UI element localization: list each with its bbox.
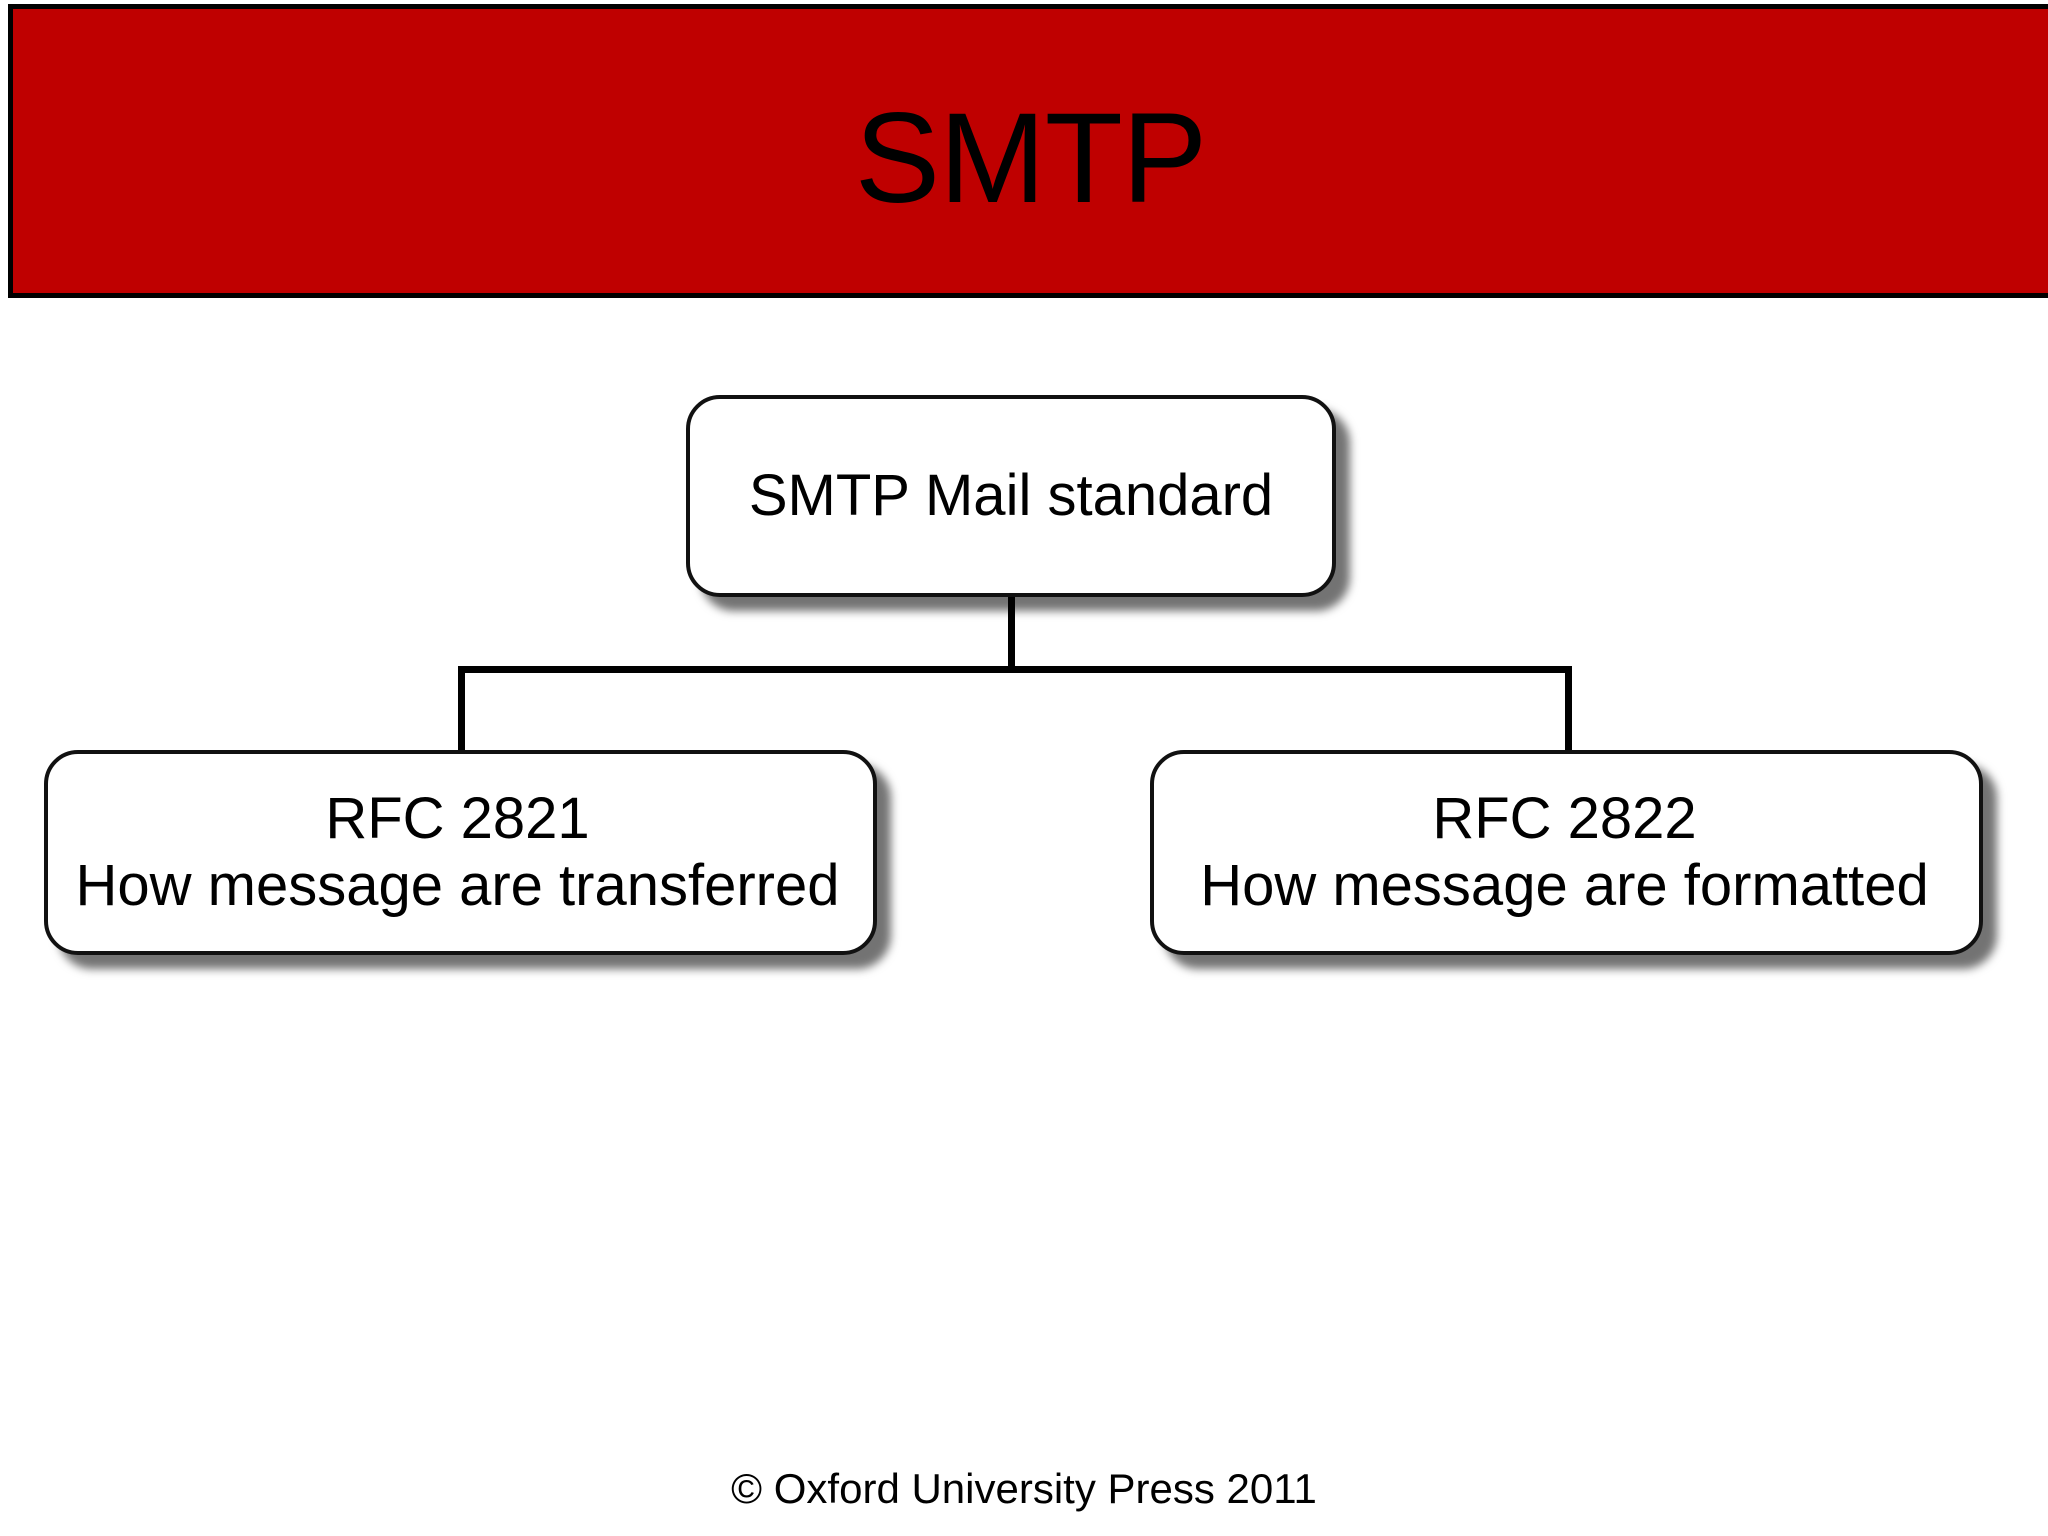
diagram-node-smtp-mail-standard[interactable]: SMTP Mail standard bbox=[686, 395, 1336, 597]
title-banner: SMTP bbox=[8, 4, 2048, 298]
page-title: SMTP bbox=[854, 87, 1208, 230]
node-label-root: SMTP Mail standard bbox=[748, 462, 1274, 528]
connector-root-stem bbox=[1008, 597, 1015, 673]
node-label-rfc-2821: RFC 2821 How message are transferred bbox=[42, 786, 873, 918]
connector-drop-left bbox=[458, 666, 465, 754]
node-label-rfc-2822: RFC 2822 How message are formatted bbox=[1150, 786, 1979, 918]
diagram-node-rfc-2822[interactable]: RFC 2822 How message are formatted bbox=[1150, 750, 1983, 955]
node-label-rfc-2821-line1: RFC 2821 bbox=[325, 786, 590, 852]
connector-drop-right bbox=[1565, 666, 1572, 754]
connector-horizontal-bus bbox=[458, 666, 1572, 673]
diagram-node-rfc-2821[interactable]: RFC 2821 How message are transferred bbox=[44, 750, 877, 955]
node-label-rfc-2822-line2: How message are formatted bbox=[1200, 852, 1929, 918]
node-label-rfc-2822-line1: RFC 2822 bbox=[1432, 786, 1697, 852]
node-label-rfc-2821-line2: How message are transferred bbox=[75, 852, 840, 918]
copyright-footer: © Oxford University Press 2011 bbox=[731, 1465, 1317, 1512]
